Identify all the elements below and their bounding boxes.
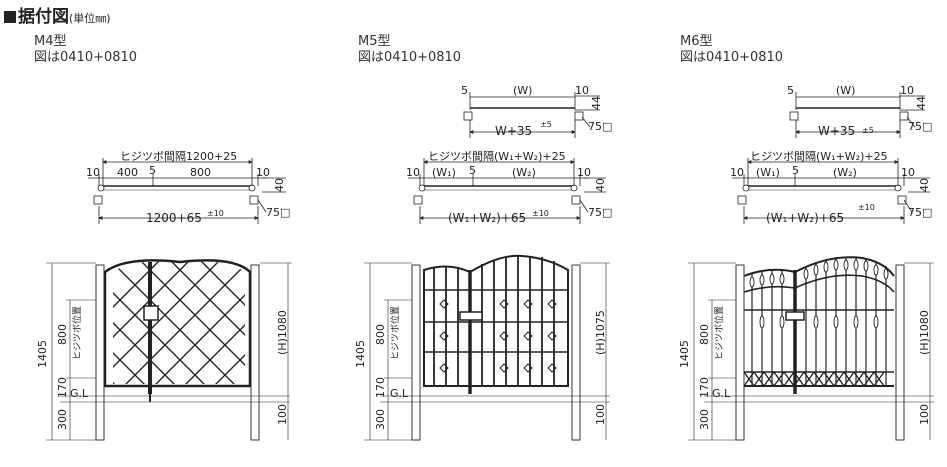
- m4-pivot-spacing: ヒジツボ間隔1200+25: [120, 150, 237, 163]
- m6-seg-w1: (W₁): [756, 166, 780, 179]
- m6-seg-gap: 5: [792, 164, 799, 177]
- m5-elevation: [364, 254, 610, 441]
- m6-pivot-spacing: ヒジツボ間隔(W₁+W₂)+25: [750, 150, 888, 163]
- m5-seg-left: 10: [406, 166, 420, 179]
- model-note: 図は0410+0810: [358, 50, 462, 65]
- m5-dim-170: 170: [374, 377, 387, 398]
- m6-tolerance: ±10: [858, 203, 875, 212]
- m4-dim-170: 170: [56, 377, 69, 398]
- model-note: 図は0410+0810: [34, 50, 138, 65]
- m6-pivot-position: ヒジツボ位置: [713, 306, 725, 360]
- m5-total: (W₁+W₂)+65: [448, 211, 526, 225]
- model-name: M4型: [34, 34, 67, 49]
- m5-pivot-spacing: ヒジツボ間隔(W₁+W₂)+25: [428, 150, 566, 163]
- m6-seg-w2: (W₂): [833, 166, 857, 179]
- m4-seg-left: 10: [86, 166, 100, 179]
- m6-right-dim: 40: [918, 178, 931, 192]
- m5-top-left: 5: [461, 84, 468, 97]
- model-label-m6: M6型 図は0410+0810: [680, 34, 783, 66]
- m5-seg-w2: (W₂): [512, 166, 536, 179]
- m5-seg-right: 10: [577, 166, 591, 179]
- m6-total: (W₁+W₂)+65: [766, 211, 844, 225]
- m6-seg-left: 10: [730, 166, 744, 179]
- m6-top-view: [789, 92, 925, 138]
- m6-top-right-dim: 44: [915, 96, 928, 110]
- m6-dim-170: 170: [698, 377, 711, 398]
- m6-gate-height: (H)1080: [918, 310, 931, 355]
- m5-depth: 100: [594, 404, 607, 425]
- title-text: 据付図: [18, 7, 69, 27]
- model-name: M5型: [358, 34, 391, 49]
- m5-plan-view: [408, 158, 606, 224]
- m4-ground-level: G.L: [70, 387, 89, 400]
- m4-depth: 100: [276, 404, 289, 425]
- m6-top-tolerance: ±5: [862, 126, 874, 135]
- m5-top-total: W+35: [495, 124, 532, 138]
- m5-top-post: 75□: [588, 120, 612, 133]
- m4-seg-right: 10: [256, 166, 270, 179]
- m5-seg-gap: 5: [469, 164, 476, 177]
- m6-post-size: 75□: [908, 206, 932, 219]
- m5-seg-w1: (W₁): [432, 166, 456, 179]
- m5-tolerance: ±10: [532, 209, 549, 218]
- title-square-marker: [4, 11, 16, 23]
- m5-top-width: (W): [513, 84, 532, 97]
- m5-gate-height: (H)1075: [594, 310, 607, 355]
- m4-elevation: [46, 259, 292, 441]
- m5-post-size: 75□: [588, 206, 612, 219]
- m4-overall-height: 1405: [36, 340, 49, 368]
- m6-dim-300: 300: [698, 409, 711, 430]
- page-title: 据付図(単位㎜): [4, 2, 111, 27]
- m4-dim-300: 300: [56, 409, 69, 430]
- m5-top-right-dim: 44: [590, 96, 603, 110]
- m4-total: 1200+65: [146, 211, 202, 225]
- m6-plan-view: [732, 158, 930, 224]
- m4-pivot-position: ヒジツボ位置: [71, 306, 83, 360]
- m6-ground-level: G.L: [712, 387, 731, 400]
- m4-post-size: 75□: [266, 206, 290, 219]
- m5-top-view: [463, 92, 600, 138]
- m4-dim-800: 800: [56, 324, 69, 345]
- m6-overall-height: 1405: [678, 340, 691, 368]
- model-label-m4: M4型 図は0410+0810: [34, 34, 137, 66]
- m4-tolerance: ±10: [207, 209, 224, 218]
- model-note: 図は0410+0810: [680, 50, 784, 65]
- m6-top-width: (W): [836, 84, 855, 97]
- m5-overall-height: 1405: [354, 340, 367, 368]
- m6-top-post: 75□: [908, 120, 932, 133]
- m4-gate-height: (H)1080: [276, 310, 289, 355]
- m4-right-dim: 40: [273, 178, 286, 192]
- m6-depth: 100: [918, 404, 931, 425]
- m6-top-left: 5: [787, 84, 794, 97]
- m5-top-right: 10: [575, 84, 589, 97]
- m6-seg-right: 10: [901, 166, 915, 179]
- m6-top-right: 10: [900, 84, 914, 97]
- m6-elevation: [688, 256, 934, 441]
- m4-plan-view: [88, 158, 286, 224]
- m6-dim-800: 800: [698, 324, 711, 345]
- m5-top-tolerance: ±5: [540, 120, 552, 129]
- m6-top-total: W+35: [818, 124, 855, 138]
- model-label-m5: M5型 図は0410+0810: [358, 34, 461, 66]
- m5-dim-300: 300: [374, 409, 387, 430]
- m4-seg-gap: 5: [149, 164, 156, 177]
- m5-right-dim: 40: [594, 178, 607, 192]
- model-name: M6型: [680, 34, 713, 49]
- m5-pivot-position: ヒジツボ位置: [389, 306, 401, 360]
- m4-seg-w2: 800: [190, 166, 211, 179]
- m5-ground-level: G.L: [390, 387, 409, 400]
- m5-dim-800: 800: [374, 324, 387, 345]
- title-unit: (単位㎜): [69, 12, 111, 25]
- m4-seg-w1: 400: [117, 166, 138, 179]
